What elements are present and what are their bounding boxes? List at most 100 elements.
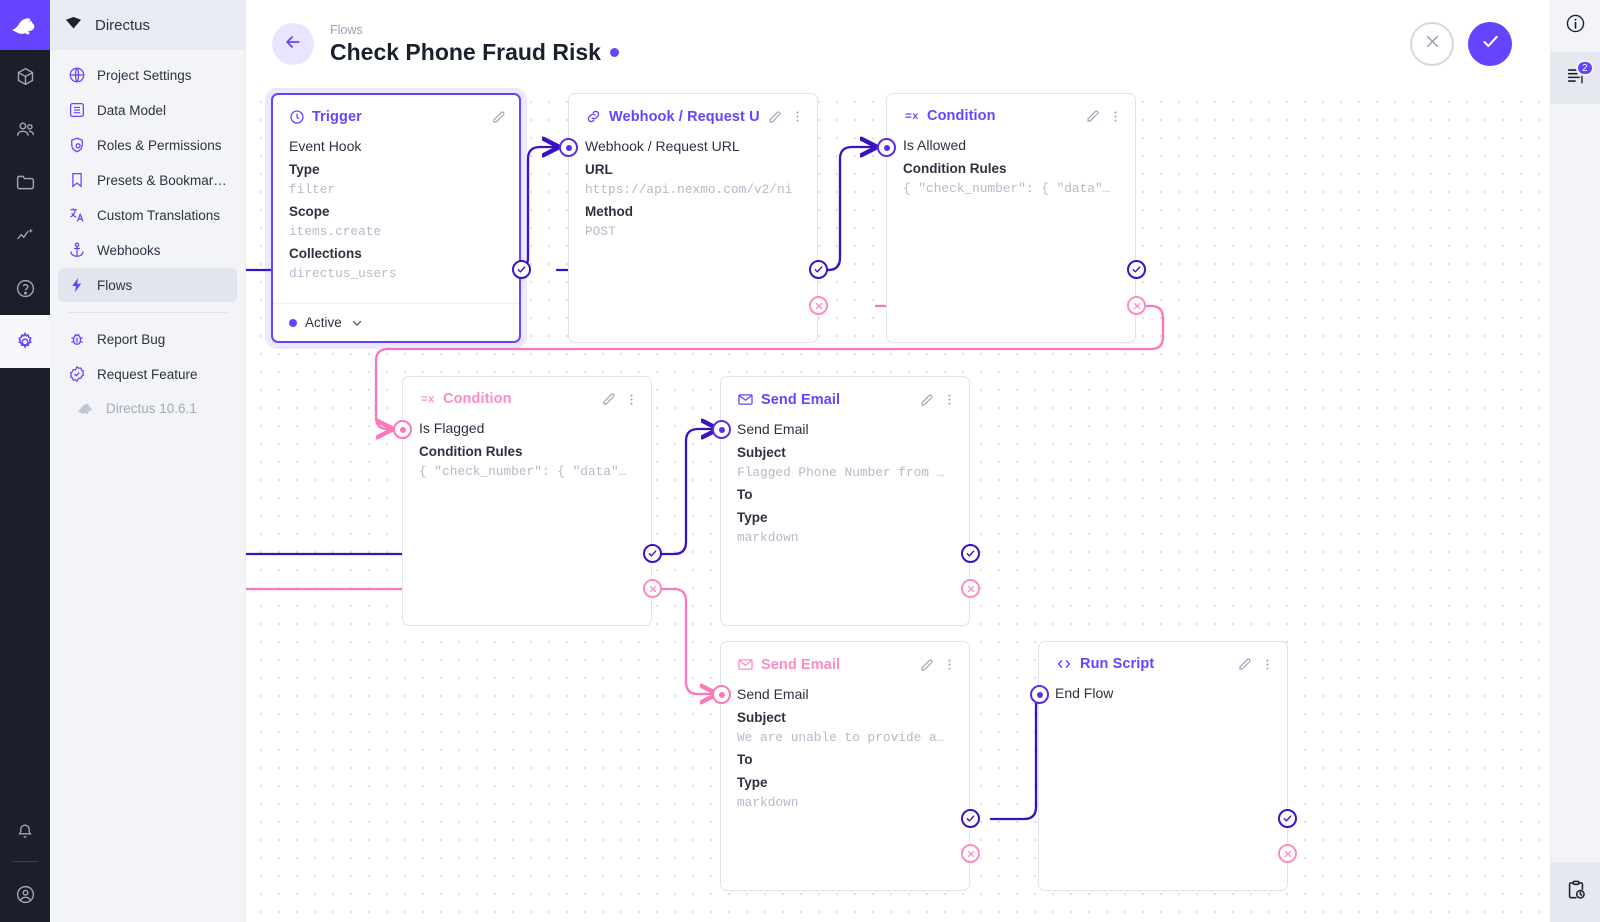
pencil-icon[interactable] xyxy=(919,392,935,408)
node-trigger[interactable]: Trigger Event Hook Type filter Scope ite… xyxy=(271,93,521,343)
condition-icon xyxy=(903,109,920,124)
sidebar-item-data-model[interactable]: Data Model xyxy=(58,93,237,127)
node-send-email-unable[interactable]: Send Email Send Email Subject We are una… xyxy=(720,641,970,891)
field-value: filter xyxy=(289,182,336,197)
node-subtitle: End Flow xyxy=(1055,685,1114,701)
anchor-icon xyxy=(68,241,86,259)
send-email-unable-port-resolve[interactable] xyxy=(961,809,980,828)
shield-account-icon xyxy=(68,136,86,154)
send-email-unable-port-input[interactable] xyxy=(712,685,731,704)
dots-vertical-icon[interactable] xyxy=(790,109,805,124)
sidebar-item-project-settings[interactable]: Project Settings xyxy=(58,58,237,92)
node-run-script[interactable]: Run Script End Flow xyxy=(1038,641,1288,891)
run-script-port-reject[interactable] xyxy=(1278,844,1297,863)
condition-flagged-port-resolve[interactable] xyxy=(643,544,662,563)
node-header: Condition xyxy=(403,377,651,413)
sidebar-item-label: Report Bug xyxy=(97,331,166,347)
cancel-button[interactable] xyxy=(1410,22,1454,66)
rail-item-documentation[interactable] xyxy=(0,262,50,315)
chevron-down-icon[interactable] xyxy=(350,316,364,330)
node-body: Send Email Subject Flagged Phone Number … xyxy=(721,414,969,557)
node-title: Run Script xyxy=(1080,656,1155,672)
code-brackets-icon xyxy=(1055,656,1073,672)
status-dot xyxy=(289,318,297,327)
sidebar-item-flows[interactable]: Flows xyxy=(58,268,237,302)
node-subtitle: Event Hook xyxy=(289,138,362,154)
pencil-icon[interactable] xyxy=(491,109,507,125)
sidebar-item-roles-permissions[interactable]: Roles & Permissions xyxy=(58,128,237,162)
title-block: Flows Check Phone Fraud Risk xyxy=(330,23,619,66)
field-value: { "check_number": { "data"… xyxy=(903,181,1111,196)
rail-item-user-account[interactable] xyxy=(0,866,50,922)
rail-item-user-directory[interactable] xyxy=(0,103,50,156)
module-rail xyxy=(0,0,50,922)
save-button[interactable] xyxy=(1468,22,1512,66)
email-icon xyxy=(737,656,754,673)
send-email-unable-port-reject[interactable] xyxy=(961,844,980,863)
sidebar-item-label: Flows xyxy=(97,277,133,293)
node-body: End Flow xyxy=(1039,678,1287,714)
directus-rabbit-logo[interactable] xyxy=(0,0,50,50)
trigger-flash-circle-icon xyxy=(289,109,305,125)
node-header: Webhook / Request U xyxy=(569,94,817,131)
condition-allowed-port-input[interactable] xyxy=(877,138,896,157)
rail-item-insights[interactable] xyxy=(0,209,50,262)
header-actions xyxy=(1410,22,1512,66)
info-sidebar-button[interactable] xyxy=(1551,0,1600,52)
webhook-port-input[interactable] xyxy=(559,138,578,157)
send-email-flagged-port-resolve[interactable] xyxy=(961,544,980,563)
breadcrumb[interactable]: Flows xyxy=(330,22,363,37)
pencil-icon[interactable] xyxy=(767,109,783,125)
pencil-icon[interactable] xyxy=(1085,108,1101,124)
node-condition-is-allowed[interactable]: Condition Is Allowed Condition Rules { "… xyxy=(886,93,1136,343)
back-button[interactable] xyxy=(272,23,314,65)
sidebar-item-report-bug[interactable]: Report Bug xyxy=(58,322,237,356)
check-icon xyxy=(1480,31,1501,57)
node-webhook[interactable]: Webhook / Request U Webhook / Request UR… xyxy=(568,93,818,343)
webhook-port-reject[interactable] xyxy=(809,296,828,315)
send-email-flagged-port-input[interactable] xyxy=(712,420,731,439)
sidebar-item-custom-translations[interactable]: Custom Translations xyxy=(58,198,237,232)
pencil-icon[interactable] xyxy=(601,391,617,407)
field-label: Subject xyxy=(737,445,786,460)
node-condition-is-flagged[interactable]: Condition Is Flagged Condition Rules { "… xyxy=(402,376,652,626)
node-body: Webhook / Request URL URL https://api.ne… xyxy=(569,131,817,251)
bug-icon xyxy=(68,330,86,348)
pencil-icon[interactable] xyxy=(919,657,935,673)
rail-item-file-library[interactable] xyxy=(0,156,50,209)
run-script-port-resolve[interactable] xyxy=(1278,809,1297,828)
condition-flagged-port-input[interactable] xyxy=(393,420,412,439)
sidebar-item-request-feature[interactable]: Request Feature xyxy=(58,357,237,391)
globe-icon xyxy=(68,66,86,84)
dots-vertical-icon[interactable] xyxy=(624,392,639,407)
rail-item-content[interactable] xyxy=(0,50,50,103)
node-send-email-flagged[interactable]: Send Email Send Email Subject Flagged Ph… xyxy=(720,376,970,626)
webhook-port-resolve[interactable] xyxy=(809,260,828,279)
dots-vertical-icon[interactable] xyxy=(942,392,957,407)
send-email-flagged-port-reject[interactable] xyxy=(961,579,980,598)
node-body: Send Email Subject We are unable to prov… xyxy=(721,679,969,822)
sidebar-item-presets-bookmarks[interactable]: Presets & Bookmar… xyxy=(58,163,237,197)
node-tools xyxy=(1085,108,1123,124)
node-tools xyxy=(919,392,957,408)
email-icon xyxy=(737,391,754,408)
rail-item-notifications[interactable] xyxy=(0,804,50,857)
condition-flagged-port-reject[interactable] xyxy=(643,579,662,598)
sidebar-item-webhooks[interactable]: Webhooks xyxy=(58,233,237,267)
flow-canvas[interactable]: Flows Check Phone Fraud Risk xyxy=(246,0,1550,922)
rail-item-settings[interactable] xyxy=(0,315,50,368)
field-value: markdown xyxy=(737,530,799,545)
run-script-port-input[interactable] xyxy=(1030,685,1049,704)
node-title: Send Email xyxy=(761,656,841,673)
dots-vertical-icon[interactable] xyxy=(1260,657,1275,672)
dots-vertical-icon[interactable] xyxy=(1108,109,1123,124)
project-header[interactable]: Directus xyxy=(50,0,245,50)
flow-logs-button[interactable]: 2 xyxy=(1550,52,1600,104)
condition-allowed-port-resolve[interactable] xyxy=(1127,260,1146,279)
trigger-status-row[interactable]: Active xyxy=(273,303,519,341)
trigger-port-resolve[interactable] xyxy=(512,260,531,279)
pencil-icon[interactable] xyxy=(1237,656,1253,672)
condition-allowed-port-reject[interactable] xyxy=(1127,296,1146,315)
dots-vertical-icon[interactable] xyxy=(942,657,957,672)
activity-log-button[interactable] xyxy=(1550,862,1600,922)
